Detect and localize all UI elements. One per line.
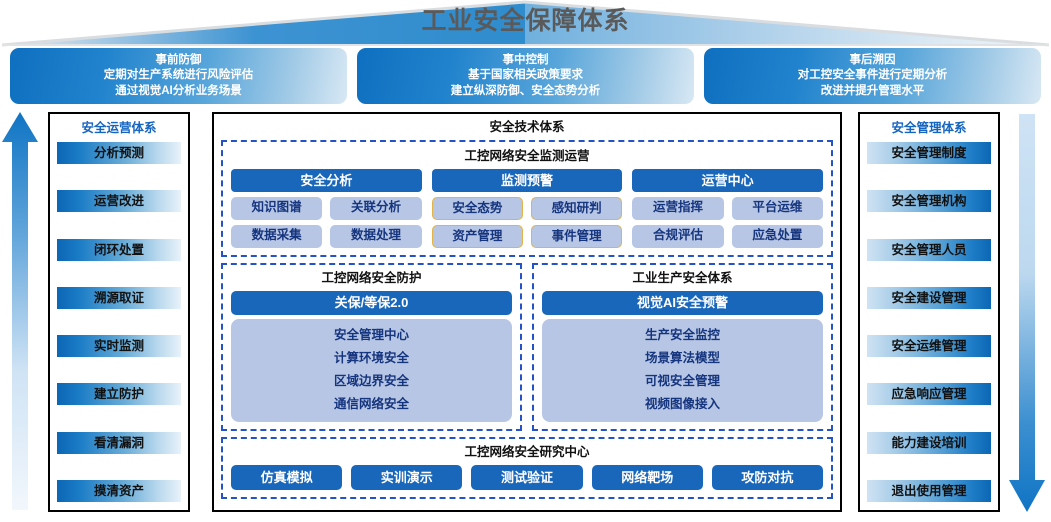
chip-compliance-assessment[interactable]: 合规评估	[632, 225, 724, 248]
banner-in-event-control[interactable]: 事中控制 基于国家相关政策要求 建立纵深防御、安全态势分析	[357, 48, 694, 104]
right-sidebar-title: 安全管理体系	[891, 121, 967, 135]
chip-cyber-range[interactable]: 网络靶场	[591, 465, 703, 490]
mid-panel-body: 生产安全监控 场景算法模型 可视安全管理 视频图像接入	[542, 319, 823, 422]
sidebar-item-operation-improvement[interactable]: 运营改进	[57, 190, 181, 213]
banner-line: 事后溯因	[849, 53, 896, 66]
mid-line-production-safety-monitoring[interactable]: 生产安全监控	[644, 328, 720, 342]
monitoring-columns: 安全分析 知识图谱 关联分析 数据采集 数据处理 监测预警 安全态势 感知研判	[231, 169, 824, 248]
chip-data-processing[interactable]: 数据处理	[330, 225, 422, 248]
sidebar-item-analysis-prediction[interactable]: 分析预测	[57, 142, 181, 164]
sidebar-item-asset-discovery[interactable]: 摸清资产	[57, 479, 181, 502]
chip-platform-maintenance[interactable]: 平台运维	[731, 197, 824, 220]
mid-panel-row: 工控网络安全防护 关保/等保2.0 安全管理中心 计算环境安全 区域边界安全 通…	[221, 263, 833, 431]
mid-panel-title: 工控网络安全防护	[321, 271, 422, 285]
sidebar-item-management-system[interactable]: 安全管理制度	[867, 142, 991, 164]
sidebar-item-closed-loop-disposal[interactable]: 闭环处置	[57, 238, 181, 261]
left-sidebar-title: 安全运营体系	[81, 121, 157, 135]
chip-row: 资产管理 事件管理	[431, 225, 623, 248]
sidebar-item-identify-vulnerabilities[interactable]: 看清漏洞	[57, 431, 181, 454]
chip-training-demo[interactable]: 实训演示	[351, 465, 463, 490]
mid-line-scenario-algorithm-model[interactable]: 场景算法模型	[644, 351, 720, 365]
banner-line: 基于国家相关政策要求	[468, 69, 583, 82]
block-research-center: 工控网络安全研究中心 仿真模拟 实训演示 测试验证 网络靶场 攻防对抗	[221, 437, 833, 499]
column-head-monitoring-warning[interactable]: 监测预警	[431, 169, 623, 192]
left-sidebar-items: 分析预测 运营改进 闭环处置 溯源取证 实时监测 建立防护 看清漏洞 摸清资产	[57, 141, 181, 504]
monitoring-column-security-analysis: 安全分析 知识图谱 关联分析 数据采集 数据处理	[231, 169, 422, 248]
chip-attack-defense[interactable]: 攻防对抗	[711, 465, 824, 490]
chip-emergency-disposal[interactable]: 应急处置	[731, 225, 824, 248]
sidebar-item-capability-training[interactable]: 能力建设培训	[867, 431, 991, 454]
banner-line: 通过视觉AI分析业务场景	[115, 84, 242, 97]
chip-row: 知识图谱 关联分析	[231, 197, 422, 220]
mid-line-security-management-center[interactable]: 安全管理中心	[333, 328, 409, 342]
sidebar-item-traceability-forensics[interactable]: 溯源取证	[57, 286, 181, 309]
sidebar-item-operations-management[interactable]: 安全运维管理	[867, 335, 991, 358]
block-ics-network-protection: 工控网络安全防护 关保/等保2.0 安全管理中心 计算环境安全 区域边界安全 通…	[221, 263, 522, 431]
banner-line: 事中控制	[502, 53, 549, 66]
chip-row: 数据采集 数据处理	[231, 225, 422, 248]
chip-perception-judgment[interactable]: 感知研判	[531, 197, 623, 220]
page-title: 工业安全保障体系	[421, 7, 630, 35]
chip-simulation[interactable]: 仿真模拟	[231, 465, 343, 490]
mid-line-computing-environment-security[interactable]: 计算环境安全	[333, 351, 409, 365]
chip-asset-management[interactable]: 资产管理	[431, 225, 524, 248]
column-head-security-analysis[interactable]: 安全分析	[231, 169, 422, 192]
sidebar-item-emergency-response[interactable]: 应急响应管理	[867, 383, 991, 406]
mid-line-zone-boundary-security[interactable]: 区域边界安全	[333, 374, 409, 388]
sidebar-item-establish-protection[interactable]: 建立防护	[57, 383, 181, 406]
chip-knowledge-graph[interactable]: 知识图谱	[231, 197, 323, 220]
banner-post-event-tracing[interactable]: 事后溯因 对工控安全事件进行定期分析 改进并提升管理水平	[704, 48, 1041, 104]
chip-event-management[interactable]: 事件管理	[531, 225, 623, 248]
sidebar-item-decommission-management[interactable]: 退出使用管理	[867, 479, 991, 502]
banner-line: 建立纵深防御、安全态势分析	[450, 84, 601, 97]
banner-line: 定期对生产系统进行风险评估	[103, 69, 254, 82]
sidebar-item-realtime-monitoring[interactable]: 实时监测	[57, 335, 181, 358]
right-sidebar-items: 安全管理制度 安全管理机构 安全管理人员 安全建设管理 安全运维管理 应急响应管…	[867, 141, 991, 504]
arrow-up-icon	[0, 112, 46, 512]
panel-security-management: 安全管理体系 安全管理制度 安全管理机构 安全管理人员 安全建设管理 安全运维管…	[858, 112, 1000, 512]
mid-line-communication-network-security[interactable]: 通信网络安全	[333, 397, 409, 411]
chip-row: 合规评估 应急处置	[632, 225, 824, 248]
monitoring-column-monitoring-warning: 监测预警 安全态势 感知研判 资产管理 事件管理	[431, 169, 623, 248]
sidebar-item-management-personnel[interactable]: 安全管理人员	[867, 238, 991, 261]
center-panel-title: 安全技术体系	[489, 120, 565, 134]
research-chip-row: 仿真模拟 实训演示 测试验证 网络靶场 攻防对抗	[231, 465, 824, 490]
block-monitoring-title: 工控网络安全监测运营	[464, 149, 590, 163]
chip-security-posture[interactable]: 安全态势	[431, 197, 524, 220]
chip-row: 运营指挥 平台运维	[632, 197, 824, 220]
research-center-title: 工控网络安全研究中心	[464, 445, 590, 459]
banner-line: 事前防御	[155, 53, 202, 66]
mid-line-video-image-access[interactable]: 视频图像接入	[644, 397, 720, 411]
chip-data-collection[interactable]: 数据采集	[231, 225, 323, 248]
roof-shape	[0, 0, 1051, 48]
arrow-down-icon	[1005, 112, 1051, 512]
phase-banner-row: 事前防御 定期对生产系统进行风险评估 通过视觉AI分析业务场景 事中控制 基于国…	[10, 48, 1041, 104]
chip-row: 安全态势 感知研判	[431, 197, 623, 220]
banner-pre-event-defense[interactable]: 事前防御 定期对生产系统进行风险评估 通过视觉AI分析业务场景	[10, 48, 347, 104]
chip-operations-command[interactable]: 运营指挥	[632, 197, 724, 220]
banner-line: 对工控安全事件进行定期分析	[797, 69, 948, 82]
mid-panel-body: 安全管理中心 计算环境安全 区域边界安全 通信网络安全	[231, 319, 512, 422]
chip-test-verification[interactable]: 测试验证	[471, 465, 583, 490]
mid-line-visual-safety-management[interactable]: 可视安全管理	[644, 374, 720, 388]
banner-line: 改进并提升管理水平	[820, 84, 925, 97]
block-industrial-production-safety: 工业生产安全体系 视觉AI安全预警 生产安全监控 场景算法模型 可视安全管理 视…	[532, 263, 833, 431]
mid-panel-head-visual-ai-warning[interactable]: 视觉AI安全预警	[542, 291, 823, 315]
block-monitoring-operations: 工控网络安全监测运营 安全分析 知识图谱 关联分析 数据采集 数据处理 监测预警	[221, 140, 833, 257]
sidebar-item-construction-management[interactable]: 安全建设管理	[867, 286, 991, 309]
chip-correlation-analysis[interactable]: 关联分析	[330, 197, 422, 220]
monitoring-column-operations-center: 运营中心 运营指挥 平台运维 合规评估 应急处置	[632, 169, 824, 248]
mid-panel-title: 工业生产安全体系	[632, 271, 733, 285]
sidebar-item-management-organization[interactable]: 安全管理机构	[867, 190, 991, 213]
mid-panel-head-classified-protection[interactable]: 关保/等保2.0	[231, 291, 512, 315]
panel-security-operations: 安全运营体系 分析预测 运营改进 闭环处置 溯源取证 实时监测 建立防护 看清漏…	[48, 112, 190, 512]
panel-security-technology: 安全技术体系 工控网络安全监测运营 安全分析 知识图谱 关联分析 数据采集 数据…	[212, 112, 842, 512]
column-head-operations-center[interactable]: 运营中心	[632, 169, 824, 192]
